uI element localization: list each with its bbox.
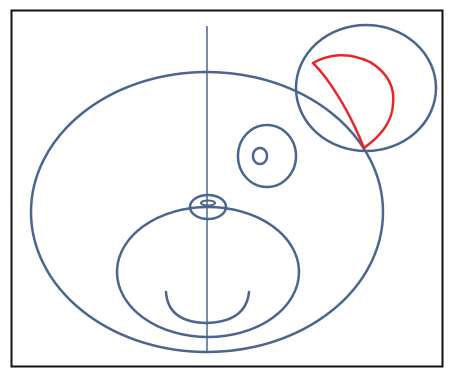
frame-border [12,11,443,367]
